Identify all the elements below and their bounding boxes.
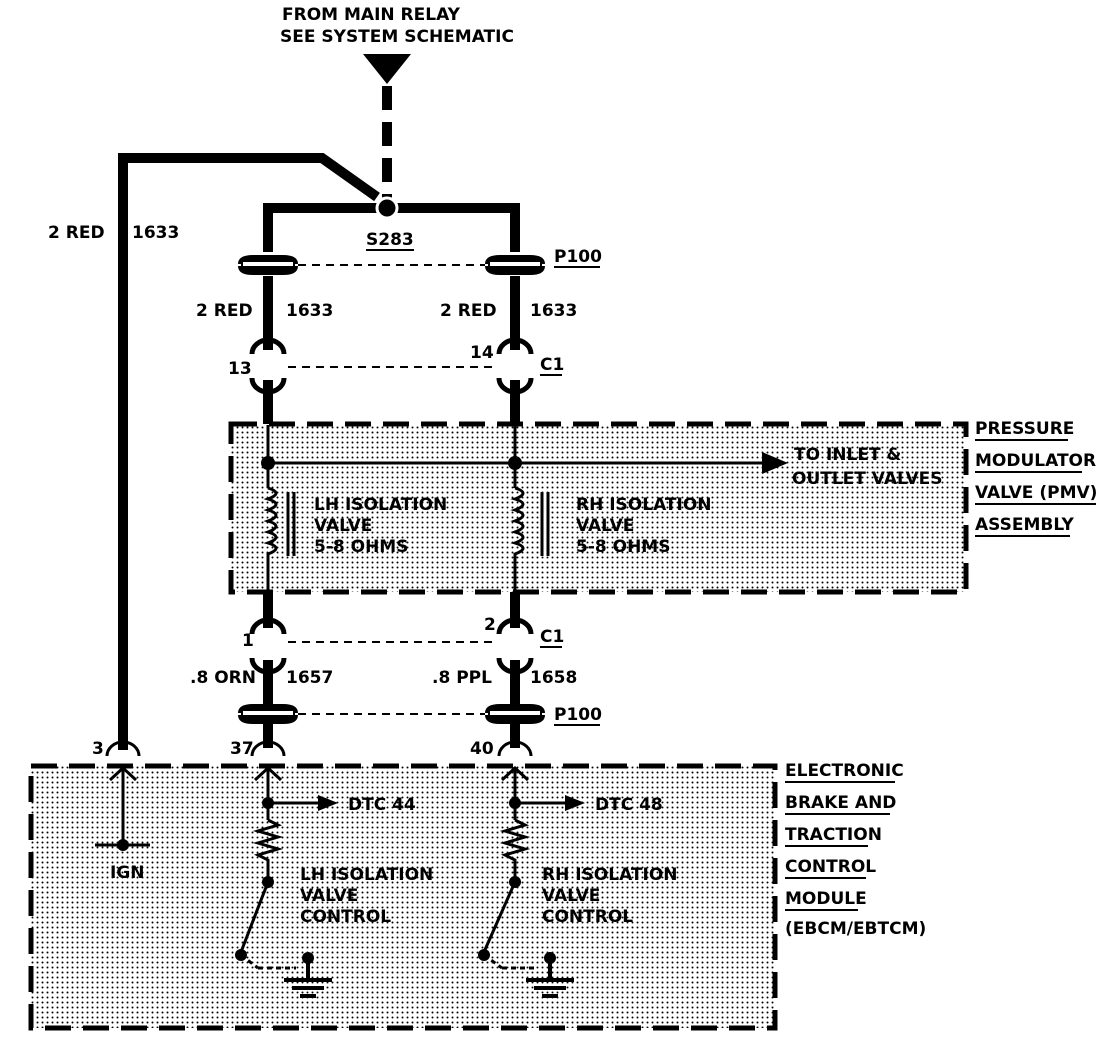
rh-valve-line2: VALVE bbox=[576, 516, 634, 536]
ign-feed-wire bbox=[118, 153, 380, 750]
p100-lower-rh-connector bbox=[484, 703, 546, 725]
ebcm-pin-40: 40 bbox=[470, 739, 494, 759]
ebcm-title-line3: TRACTION bbox=[785, 825, 882, 845]
lh-control-line1: LH ISOLATION bbox=[300, 865, 433, 885]
rh-valve-line3: 5-8 OHMS bbox=[576, 537, 670, 557]
rh-control-resistor-icon bbox=[499, 818, 531, 882]
pmv-outlet-line1: TO INLET & bbox=[794, 445, 901, 465]
rh-upper-wire-circuit: 1633 bbox=[530, 301, 577, 321]
pmv-assembly-box bbox=[228, 421, 969, 595]
dtc44-arrow-icon bbox=[318, 795, 338, 811]
pmv-outlet-line2: OUTLET VALVES bbox=[792, 469, 942, 489]
outlet-arrow-icon bbox=[762, 452, 788, 474]
rh-lower-wire-color: .8 PPL bbox=[432, 668, 492, 688]
pmv-title-line1: PRESSURE bbox=[975, 419, 1074, 439]
c1-pin-2: 2 bbox=[484, 615, 496, 635]
lh-valve-line2: VALVE bbox=[314, 516, 372, 536]
p100-upper-lh-connector bbox=[237, 254, 299, 276]
left-outer-wire-circuit: 1633 bbox=[132, 223, 179, 243]
rh-lower-wire-circuit: 1658 bbox=[530, 668, 577, 688]
source-label-line2: SEE SYSTEM SCHEMATIC bbox=[280, 27, 514, 47]
lh-control-line2: VALVE bbox=[300, 886, 358, 906]
lh-control-line3: CONTROL bbox=[300, 907, 391, 927]
dtc-48-label: DTC 48 bbox=[595, 795, 663, 815]
c1-pin-14: 14 bbox=[470, 343, 494, 363]
p100-lower-lh-connector bbox=[237, 703, 299, 725]
c1-lower-label: C1 bbox=[540, 627, 564, 647]
rh-control-line3: CONTROL bbox=[542, 907, 633, 927]
ebcm-pin-37: 37 bbox=[230, 739, 254, 759]
ebcm-pin-3: 3 bbox=[92, 739, 104, 759]
ebcm-title-line5: MODULE bbox=[785, 889, 867, 909]
c1-pin-13: 13 bbox=[228, 359, 252, 379]
pmv-title-line3: VALVE (PMV) bbox=[975, 483, 1097, 503]
lh-upper-wire-circuit: 1633 bbox=[286, 301, 333, 321]
left-outer-wire-color: 2 RED bbox=[48, 223, 105, 243]
rh-control-switch bbox=[482, 881, 517, 953]
c1-pin-1: 1 bbox=[242, 631, 254, 651]
rh-control-line2: VALVE bbox=[542, 886, 600, 906]
lh-lower-wire-circuit: 1657 bbox=[286, 668, 333, 688]
dtc-44-label: DTC 44 bbox=[348, 795, 416, 815]
rh-control-line1: RH ISOLATION bbox=[542, 865, 678, 885]
ebcm-title-line2: BRAKE AND bbox=[785, 793, 896, 813]
ebcm-title-line1: ELECTRONIC bbox=[785, 761, 904, 781]
lh-control-switch bbox=[239, 881, 270, 953]
p100-upper-label: P100 bbox=[554, 247, 602, 267]
p100-upper-rh-connector bbox=[484, 254, 546, 276]
lh-valve-line1: LH ISOLATION bbox=[314, 495, 447, 515]
ebcm-ign-label: IGN bbox=[110, 863, 145, 883]
rh-upper-wire-color: 2 RED bbox=[440, 301, 497, 321]
lh-control-resistor-icon bbox=[252, 818, 284, 882]
source-label-line1: FROM MAIN RELAY bbox=[282, 5, 461, 25]
pmv-title-line4: ASSEMBLY bbox=[975, 515, 1075, 535]
ebcm-title-line6: (EBCM/EBTCM) bbox=[785, 919, 926, 939]
dtc48-arrow-icon bbox=[565, 795, 585, 811]
rh-valve-line1: RH ISOLATION bbox=[576, 495, 712, 515]
lh-upper-wire-color: 2 RED bbox=[196, 301, 253, 321]
splice-s283-label: S283 bbox=[366, 230, 414, 250]
lh-isolation-valve-coil-icon bbox=[263, 486, 278, 596]
ebcm-module-box bbox=[28, 763, 778, 1031]
source-arrow-icon bbox=[363, 54, 411, 84]
pmv-title-line2: MODULATOR bbox=[975, 451, 1096, 471]
lh-valve-line3: 5-8 OHMS bbox=[314, 537, 408, 557]
ebcm-title-line4: CONTROL bbox=[785, 857, 876, 877]
lh-lower-wire-color: .8 ORN bbox=[190, 668, 256, 688]
rh-isolation-valve-coil-icon bbox=[510, 486, 525, 596]
p100-lower-label: P100 bbox=[554, 705, 602, 725]
splice-s283-node bbox=[375, 196, 399, 220]
c1-upper-label: C1 bbox=[540, 355, 564, 375]
